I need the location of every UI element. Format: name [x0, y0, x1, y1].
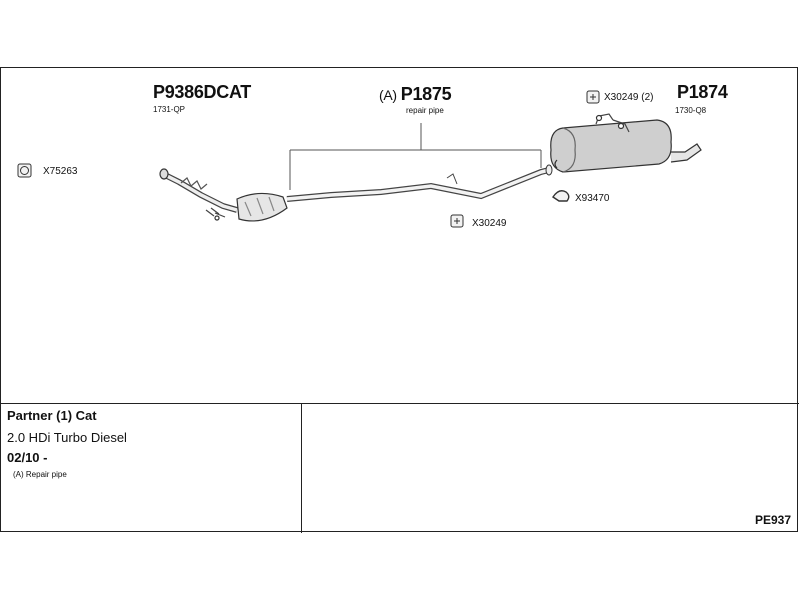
date-range: 02/10 - [7, 450, 48, 465]
catalytic-converter-part [159, 168, 288, 222]
exhaust-diagram [17, 90, 702, 228]
repair-pipe-note: (A) Repair pipe [13, 470, 67, 479]
rear-silencer-part [550, 113, 702, 173]
hanger-label: X93470 [575, 193, 610, 204]
vehicle-title: Partner (1) Cat [7, 408, 97, 423]
engine-description: 2.0 HDi Turbo Diesel [7, 430, 127, 445]
diagram-code: PE937 [754, 513, 791, 527]
rear-clamp-icon [586, 90, 600, 104]
middle-part-sub: repair pipe [406, 106, 444, 115]
hanger-icon [552, 190, 570, 202]
middle-part-prefix: (A) [379, 87, 397, 103]
middle-part-number: P1875 [400, 84, 452, 104]
diagram-frame: P9386DCAT 1731-QP (A)P1875 repair pipe P… [0, 67, 799, 533]
middle-part-label: (A)P1875 [379, 84, 452, 105]
horizontal-divider [1, 403, 799, 404]
gasket-icon [17, 163, 32, 178]
leader-lines [289, 123, 542, 190]
rear-part-number: P1874 [677, 82, 728, 102]
gasket-label: X75263 [43, 166, 78, 177]
cat-part-sub: 1731-QP [153, 105, 186, 114]
rear-part-sub: 1730-Q8 [675, 106, 707, 115]
clamp-label: X30249 [472, 218, 507, 229]
rear-clamp-label: X30249 (2) [604, 92, 654, 103]
cat-part-number: P9386DCAT [153, 82, 252, 102]
clamp-icon [450, 214, 464, 228]
vertical-divider [301, 403, 302, 533]
middle-pipe-part [286, 164, 553, 202]
